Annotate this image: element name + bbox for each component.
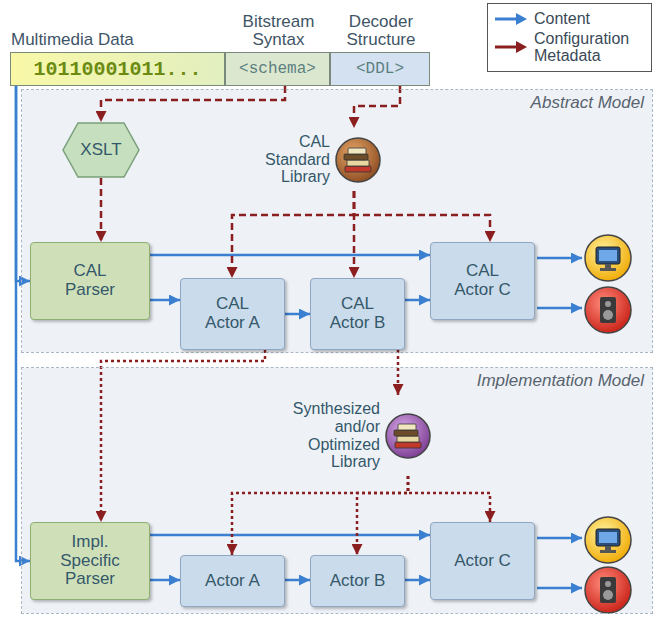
- node-label: Impl. Specific Parser: [45, 533, 135, 589]
- node-label: XSLT: [80, 141, 121, 160]
- monitor-icon: [585, 517, 631, 563]
- actor-box: CAL Actor B: [310, 278, 405, 350]
- legend-entry: Configuration Metadata: [494, 30, 645, 65]
- bitstream-segment: Decoder Structure<DDL>: [330, 52, 430, 86]
- node-label: CAL Parser: [54, 262, 126, 299]
- node-label: CAL Actor B: [323, 295, 393, 332]
- content-output-arrows: [537, 258, 582, 588]
- node-label: Synthesized and/or Optimized Library: [270, 400, 380, 470]
- node-label: Actor B: [330, 572, 386, 591]
- band-title: Abstract Model: [531, 94, 644, 113]
- library-icon: [334, 136, 382, 184]
- actor-box: CAL Parser: [30, 242, 150, 320]
- metadata-arrow: [232, 476, 408, 555]
- legend-sample: [494, 12, 528, 26]
- metadata-arrow: [100, 178, 103, 242]
- segment-heading: Multimedia Data: [11, 31, 211, 50]
- band-fill: [22, 368, 652, 613]
- bitstream-segment: Bitstream Syntax<schema>: [225, 52, 330, 86]
- speaker-icon: [585, 567, 631, 613]
- actor-box: CAL Actor A: [180, 278, 285, 350]
- node-label: CAL Actor A: [198, 295, 268, 332]
- content-arrow: [150, 299, 180, 302]
- content-arrow: [285, 313, 310, 316]
- metadata-arrow: [101, 86, 285, 122]
- legend-entry: Content: [494, 10, 645, 28]
- band-title: Implementation Model: [477, 372, 644, 391]
- speaker-icon: [585, 287, 631, 333]
- segment-content: <DDL>: [356, 60, 404, 78]
- node-label: CAL Actor C: [448, 262, 518, 299]
- content-arrow: [16, 86, 30, 281]
- segment-heading: Bitstream Syntax: [237, 13, 321, 50]
- band-fill: [22, 90, 652, 352]
- xslt-hexagon: XSLT: [62, 122, 140, 178]
- metadata-arrow: [354, 86, 400, 128]
- metadata-arrow: [408, 476, 490, 522]
- legend-text: Configuration Metadata: [534, 30, 639, 65]
- bitstream-segment: Multimedia Data10110001011...: [10, 52, 225, 86]
- content-arrow: [405, 579, 430, 582]
- actor-box: Actor C: [430, 522, 535, 600]
- content-arrow: [285, 579, 310, 582]
- metadata-arrow: [101, 350, 265, 522]
- node-label: Actor C: [454, 552, 511, 571]
- segment-content: <schema>: [239, 60, 316, 78]
- content-arrow: [150, 579, 180, 582]
- content-arrow: [16, 86, 30, 561]
- segment-heading: Decoder Structure: [339, 13, 423, 50]
- node-label: CAL Standard Library: [254, 133, 330, 186]
- hexagon-shape: [63, 123, 139, 177]
- content-arrow: [405, 299, 430, 302]
- legend-sample: [494, 40, 528, 54]
- library-node: CAL Standard Library: [250, 128, 382, 191]
- model-band: XSLTCAL Standard LibraryCAL ParserCAL Ac…: [22, 90, 652, 352]
- legend-text: Content: [534, 10, 639, 28]
- metadata-arrow: [354, 191, 490, 242]
- metadata-arrow: [232, 191, 354, 278]
- library-node: Synthesized and/or Optimized Library: [262, 395, 432, 476]
- content-arrow: [150, 534, 430, 537]
- legend: ContentConfiguration Metadata: [487, 3, 652, 72]
- actor-box: Impl. Specific Parser: [30, 522, 150, 600]
- library-icon: [384, 412, 432, 460]
- model-band: Synthesized and/or Optimized LibraryImpl…: [22, 368, 652, 613]
- content-arrow: [150, 254, 430, 257]
- monitor-icon: [585, 235, 631, 281]
- metadata-arrow: [357, 476, 408, 555]
- metadata-arrow: [397, 350, 400, 395]
- actor-box: Actor A: [180, 555, 285, 607]
- node-label: Actor A: [205, 572, 260, 591]
- actor-box: CAL Actor C: [430, 242, 535, 320]
- segment-content: 10110001011...: [33, 58, 201, 81]
- actor-box: Actor B: [310, 555, 405, 607]
